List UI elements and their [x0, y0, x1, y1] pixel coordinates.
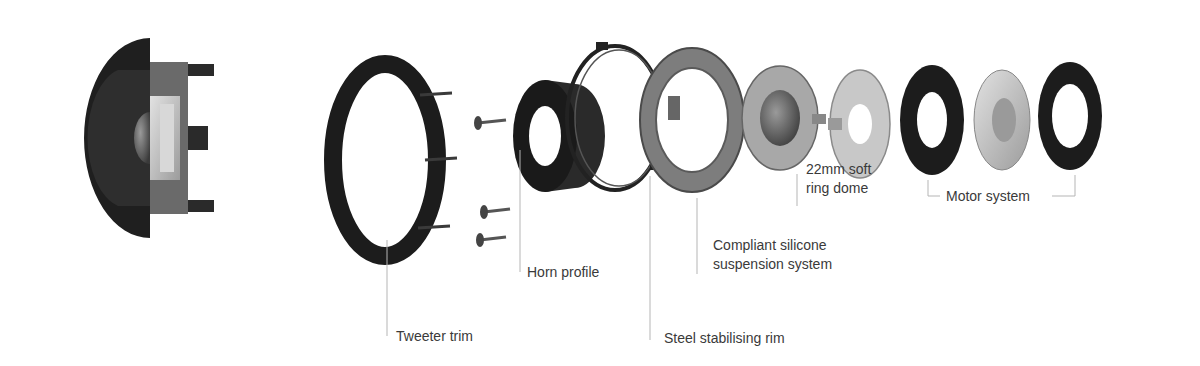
part-label: Steel stabilising rim	[664, 329, 864, 348]
motor-section	[150, 96, 180, 180]
dome-section	[134, 112, 150, 164]
tweeter-trim-ring	[333, 64, 457, 256]
part-label: Motor system	[946, 187, 1050, 206]
screws	[474, 116, 510, 247]
trim-half	[84, 38, 150, 238]
mount-tab	[188, 200, 214, 212]
housing-section	[150, 62, 188, 214]
suspension-part	[640, 48, 744, 192]
horn-half	[87, 70, 150, 206]
part-label: Tweeter trim	[396, 327, 536, 346]
horn-profile-part	[513, 80, 605, 192]
motor-system-parts	[900, 62, 1102, 175]
part-label: 22mm soft ring dome	[806, 160, 888, 198]
part-label: Compliant silicone suspension system	[713, 236, 863, 274]
assembled-tweeter	[84, 38, 214, 238]
mount-tab	[188, 64, 214, 76]
dome-part	[742, 66, 826, 170]
mount-tab	[188, 126, 208, 150]
pole-piece	[160, 104, 174, 172]
part-label: Horn profile	[527, 263, 667, 282]
leader-lines	[387, 150, 1075, 340]
